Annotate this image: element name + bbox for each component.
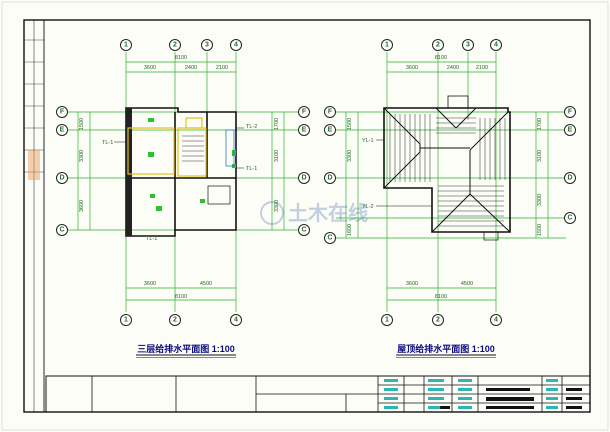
right-axis-bubbles-bottom: 1 2 4 <box>381 314 502 326</box>
dim-total-top: 8100 <box>435 55 447 61</box>
pipe-label: TL-2 <box>246 124 257 130</box>
dim-right: 1700 <box>274 118 280 130</box>
left-axis-bubbles-left: F E D C <box>56 106 68 236</box>
axis-label: D <box>301 175 306 182</box>
dim-right: 3100 <box>274 150 280 162</box>
axis-label: F <box>302 109 307 116</box>
right-axis-bubbles-right: F E D C <box>564 106 576 224</box>
dim-left: 3300 <box>79 150 85 162</box>
axis-label: D <box>567 175 572 182</box>
axis-label: 4 <box>234 42 238 49</box>
dim-right: 1500 <box>537 224 543 236</box>
axis-label: 2 <box>173 317 177 324</box>
pipe-label: YL-1 <box>362 138 374 144</box>
right-plan-title: 屋顶给排水平面图 1:100 <box>397 343 495 354</box>
axis-label: C <box>327 235 332 242</box>
axis-label: 1 <box>385 42 389 49</box>
dim-top: 2400 <box>185 65 197 71</box>
right-axis-bubbles-top: 1 2 3 4 <box>381 39 502 51</box>
dim-right: 1700 <box>537 118 543 130</box>
dim-left: 3600 <box>79 200 85 212</box>
right-roof-plan: 1 2 3 4 1 2 4 F E D C F E D C 8100 3600 … <box>324 39 576 358</box>
left-axis-bubbles-right: F E D C <box>298 106 310 236</box>
axis-label: F <box>568 109 573 116</box>
dim-total-top: 8100 <box>175 55 187 61</box>
axis-label: F <box>60 109 65 116</box>
dim-top: 2100 <box>476 65 488 71</box>
dim-top: 2100 <box>216 65 228 71</box>
axis-label: 2 <box>173 42 177 49</box>
dim-left: 1500 <box>79 118 85 130</box>
dim-bottom: 3600 <box>144 281 156 287</box>
axis-label: E <box>60 127 65 134</box>
axis-label: 1 <box>124 317 128 324</box>
axis-label: D <box>327 175 332 182</box>
dim-bottom: 4500 <box>461 281 473 287</box>
dim-right: 3100 <box>537 150 543 162</box>
axis-label: C <box>59 227 64 234</box>
watermark: 土木在线 <box>260 201 368 225</box>
axis-label: C <box>301 227 306 234</box>
left-axis-bubbles-top: 1 2 3 4 <box>120 39 242 51</box>
axis-label: 4 <box>234 317 238 324</box>
axis-label: 2 <box>436 317 440 324</box>
axis-label: 1 <box>385 317 389 324</box>
axis-label: 4 <box>494 317 498 324</box>
axis-label: 4 <box>494 42 498 49</box>
pipe-label: TL-1 <box>146 236 157 242</box>
dim-left: 1500 <box>347 118 353 130</box>
axis-label: D <box>59 175 64 182</box>
dim-bottom: 4500 <box>200 281 212 287</box>
dim-total-bottom: 8100 <box>435 294 447 300</box>
dim-bottom: 3600 <box>406 281 418 287</box>
axis-label: 3 <box>205 42 209 49</box>
left-floor-plan: 1 2 3 4 1 2 4 F E D C F E D C 8100 3600 … <box>56 39 310 358</box>
axis-label: E <box>568 127 573 134</box>
dim-top: 3600 <box>406 65 418 71</box>
axis-label: C <box>567 215 572 222</box>
dim-right: 3300 <box>537 194 543 206</box>
axis-label: 3 <box>466 42 470 49</box>
pipe-label: YL-2 <box>362 204 374 210</box>
axis-label: E <box>328 127 333 134</box>
pipe-label: TL-1 <box>102 140 113 146</box>
left-plan-title: 三层给排水平面图 1:100 <box>137 343 235 354</box>
right-axis-bubbles-left: F E D C <box>324 106 336 244</box>
axis-label: 1 <box>124 42 128 49</box>
dim-top: 3600 <box>144 65 156 71</box>
dim-left: 1600 <box>347 224 353 236</box>
title-block <box>45 375 591 413</box>
left-axis-bubbles-bottom: 1 2 4 <box>120 314 242 326</box>
axis-label: 2 <box>436 42 440 49</box>
axis-label: F <box>328 109 333 116</box>
dim-right: 3300 <box>274 200 280 212</box>
dim-top: 2400 <box>447 65 459 71</box>
pipe-label: TL-1 <box>246 166 257 172</box>
axis-label: E <box>302 127 307 134</box>
dim-total-bottom: 8100 <box>175 294 187 300</box>
dim-left: 3300 <box>347 150 353 162</box>
watermark-text: 土木在线 <box>288 201 368 225</box>
